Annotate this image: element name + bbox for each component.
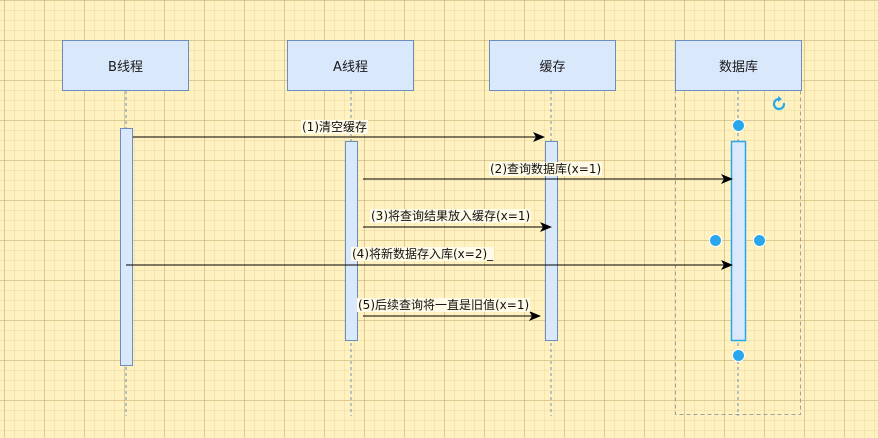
activation-b-thread[interactable] — [120, 128, 133, 366]
participant-a-thread[interactable]: A线程 — [287, 40, 414, 91]
refresh-icon[interactable] — [771, 96, 787, 112]
participant-database-label: 数据库 — [718, 60, 758, 75]
message-label-4[interactable]: (4)将新数据存入库(x=2)_ — [351, 247, 495, 261]
activation-a-thread[interactable] — [345, 141, 358, 341]
handle-dot-icon[interactable] — [753, 234, 766, 247]
participant-cache[interactable]: 缓存 — [489, 40, 616, 91]
handle-dot-icon[interactable] — [709, 234, 722, 247]
message-label-1[interactable]: (1)清空缓存 — [301, 120, 368, 134]
participant-b-thread-label: B线程 — [108, 60, 143, 75]
selection-box — [675, 40, 801, 415]
participant-database[interactable]: 数据库 — [675, 40, 802, 91]
activation-cache[interactable] — [545, 141, 558, 341]
participant-b-thread[interactable]: B线程 — [62, 40, 189, 91]
participant-cache-label: 缓存 — [539, 60, 566, 75]
message-label-3[interactable]: (3)将查询结果放入缓存(x=1) — [370, 209, 532, 223]
participant-a-thread-label: A线程 — [333, 60, 368, 75]
message-label-2[interactable]: (2)查询数据库(x=1) — [489, 162, 603, 176]
activation-database[interactable] — [730, 140, 747, 342]
handle-dot-icon[interactable] — [732, 119, 745, 132]
handle-dot-icon[interactable] — [732, 349, 745, 362]
message-label-5[interactable]: (5)后续查询将一直是旧值(x=1) — [357, 298, 531, 312]
